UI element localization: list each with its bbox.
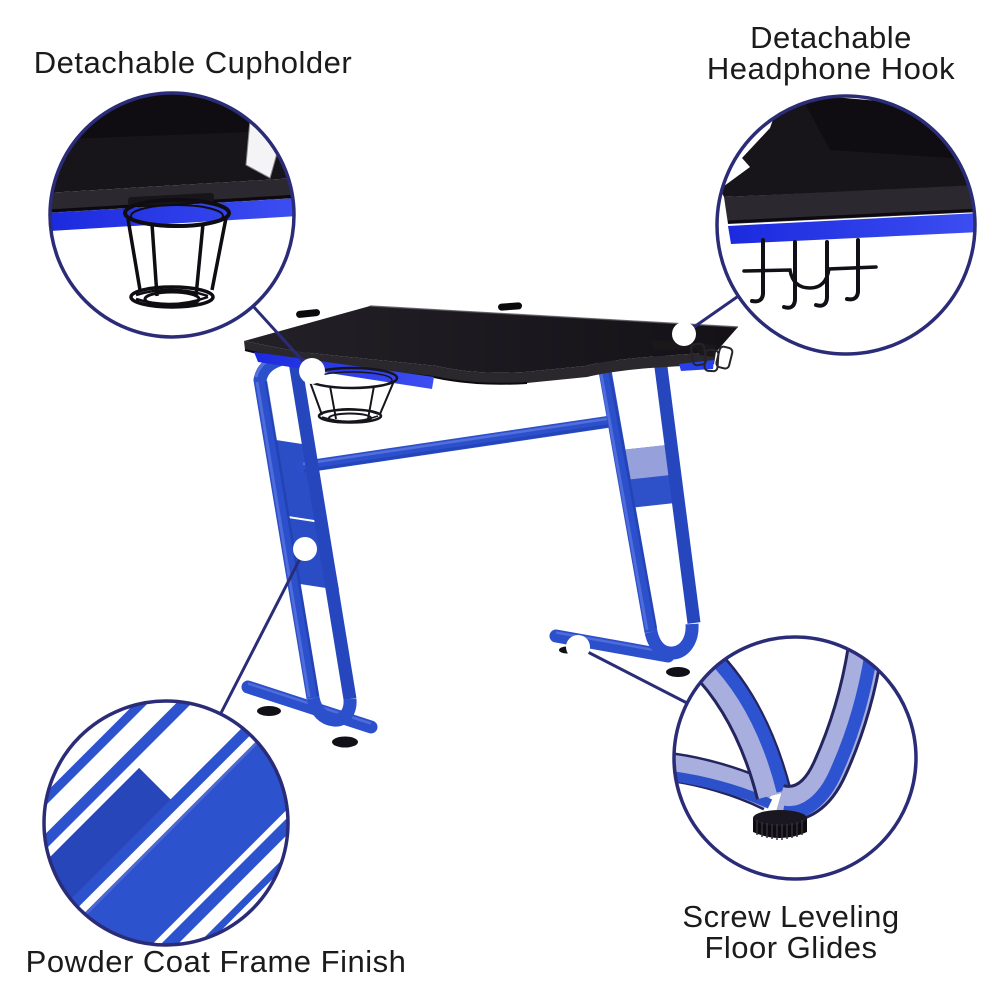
- desktop-surface: [244, 302, 739, 389]
- callout-circle-cupholder: [48, 91, 296, 339]
- leader-line-cupholder: [250, 303, 314, 373]
- label-cupholder: Detachable Cupholder: [34, 45, 353, 80]
- powder-coat-detail-illustration: [44, 701, 288, 945]
- desktop-grommet-right: [498, 302, 523, 311]
- right-floor-glide: [666, 667, 690, 677]
- label-headphone-hook-line2: Headphone Hook: [707, 51, 955, 86]
- left-front-floor-glide: [257, 706, 281, 716]
- desk-illustration: [241, 302, 739, 748]
- marker-dots: [293, 322, 696, 659]
- marker-dot-cupholder: [299, 358, 325, 384]
- floor-glide-detail-illustration: [674, 646, 884, 840]
- desk-left-leg: [241, 350, 620, 748]
- label-headphone-hook-line1: Detachable: [750, 20, 912, 55]
- desk-crossbar: [297, 415, 620, 473]
- marker-dot-floor-glides: [566, 635, 590, 659]
- desktop-grommet-left: [296, 309, 321, 318]
- headphone-hook-wire: [690, 342, 734, 373]
- desk-right-leg: [549, 332, 701, 677]
- led-glow-strip: [254, 352, 434, 389]
- label-floor-glides-line2: Floor Glides: [704, 930, 877, 965]
- left-back-floor-glide: [332, 736, 358, 748]
- leader-lines: [219, 295, 739, 715]
- marker-dot-powder-coat: [293, 537, 317, 561]
- marker-dot-headphone-hook: [672, 322, 696, 346]
- label-floor-glides-line1: Screw Leveling: [682, 899, 899, 934]
- screw-glide-foot: [753, 810, 807, 840]
- callout-circle-powder-coat: [42, 699, 290, 947]
- callout-circle-headphone-hook: [715, 94, 977, 356]
- leader-line-powder-coat: [219, 547, 307, 715]
- callout-circle-floor-glides: [672, 635, 918, 881]
- label-powder-coat: Powder Coat Frame Finish: [26, 944, 407, 979]
- leader-line-floor-glides: [576, 645, 689, 705]
